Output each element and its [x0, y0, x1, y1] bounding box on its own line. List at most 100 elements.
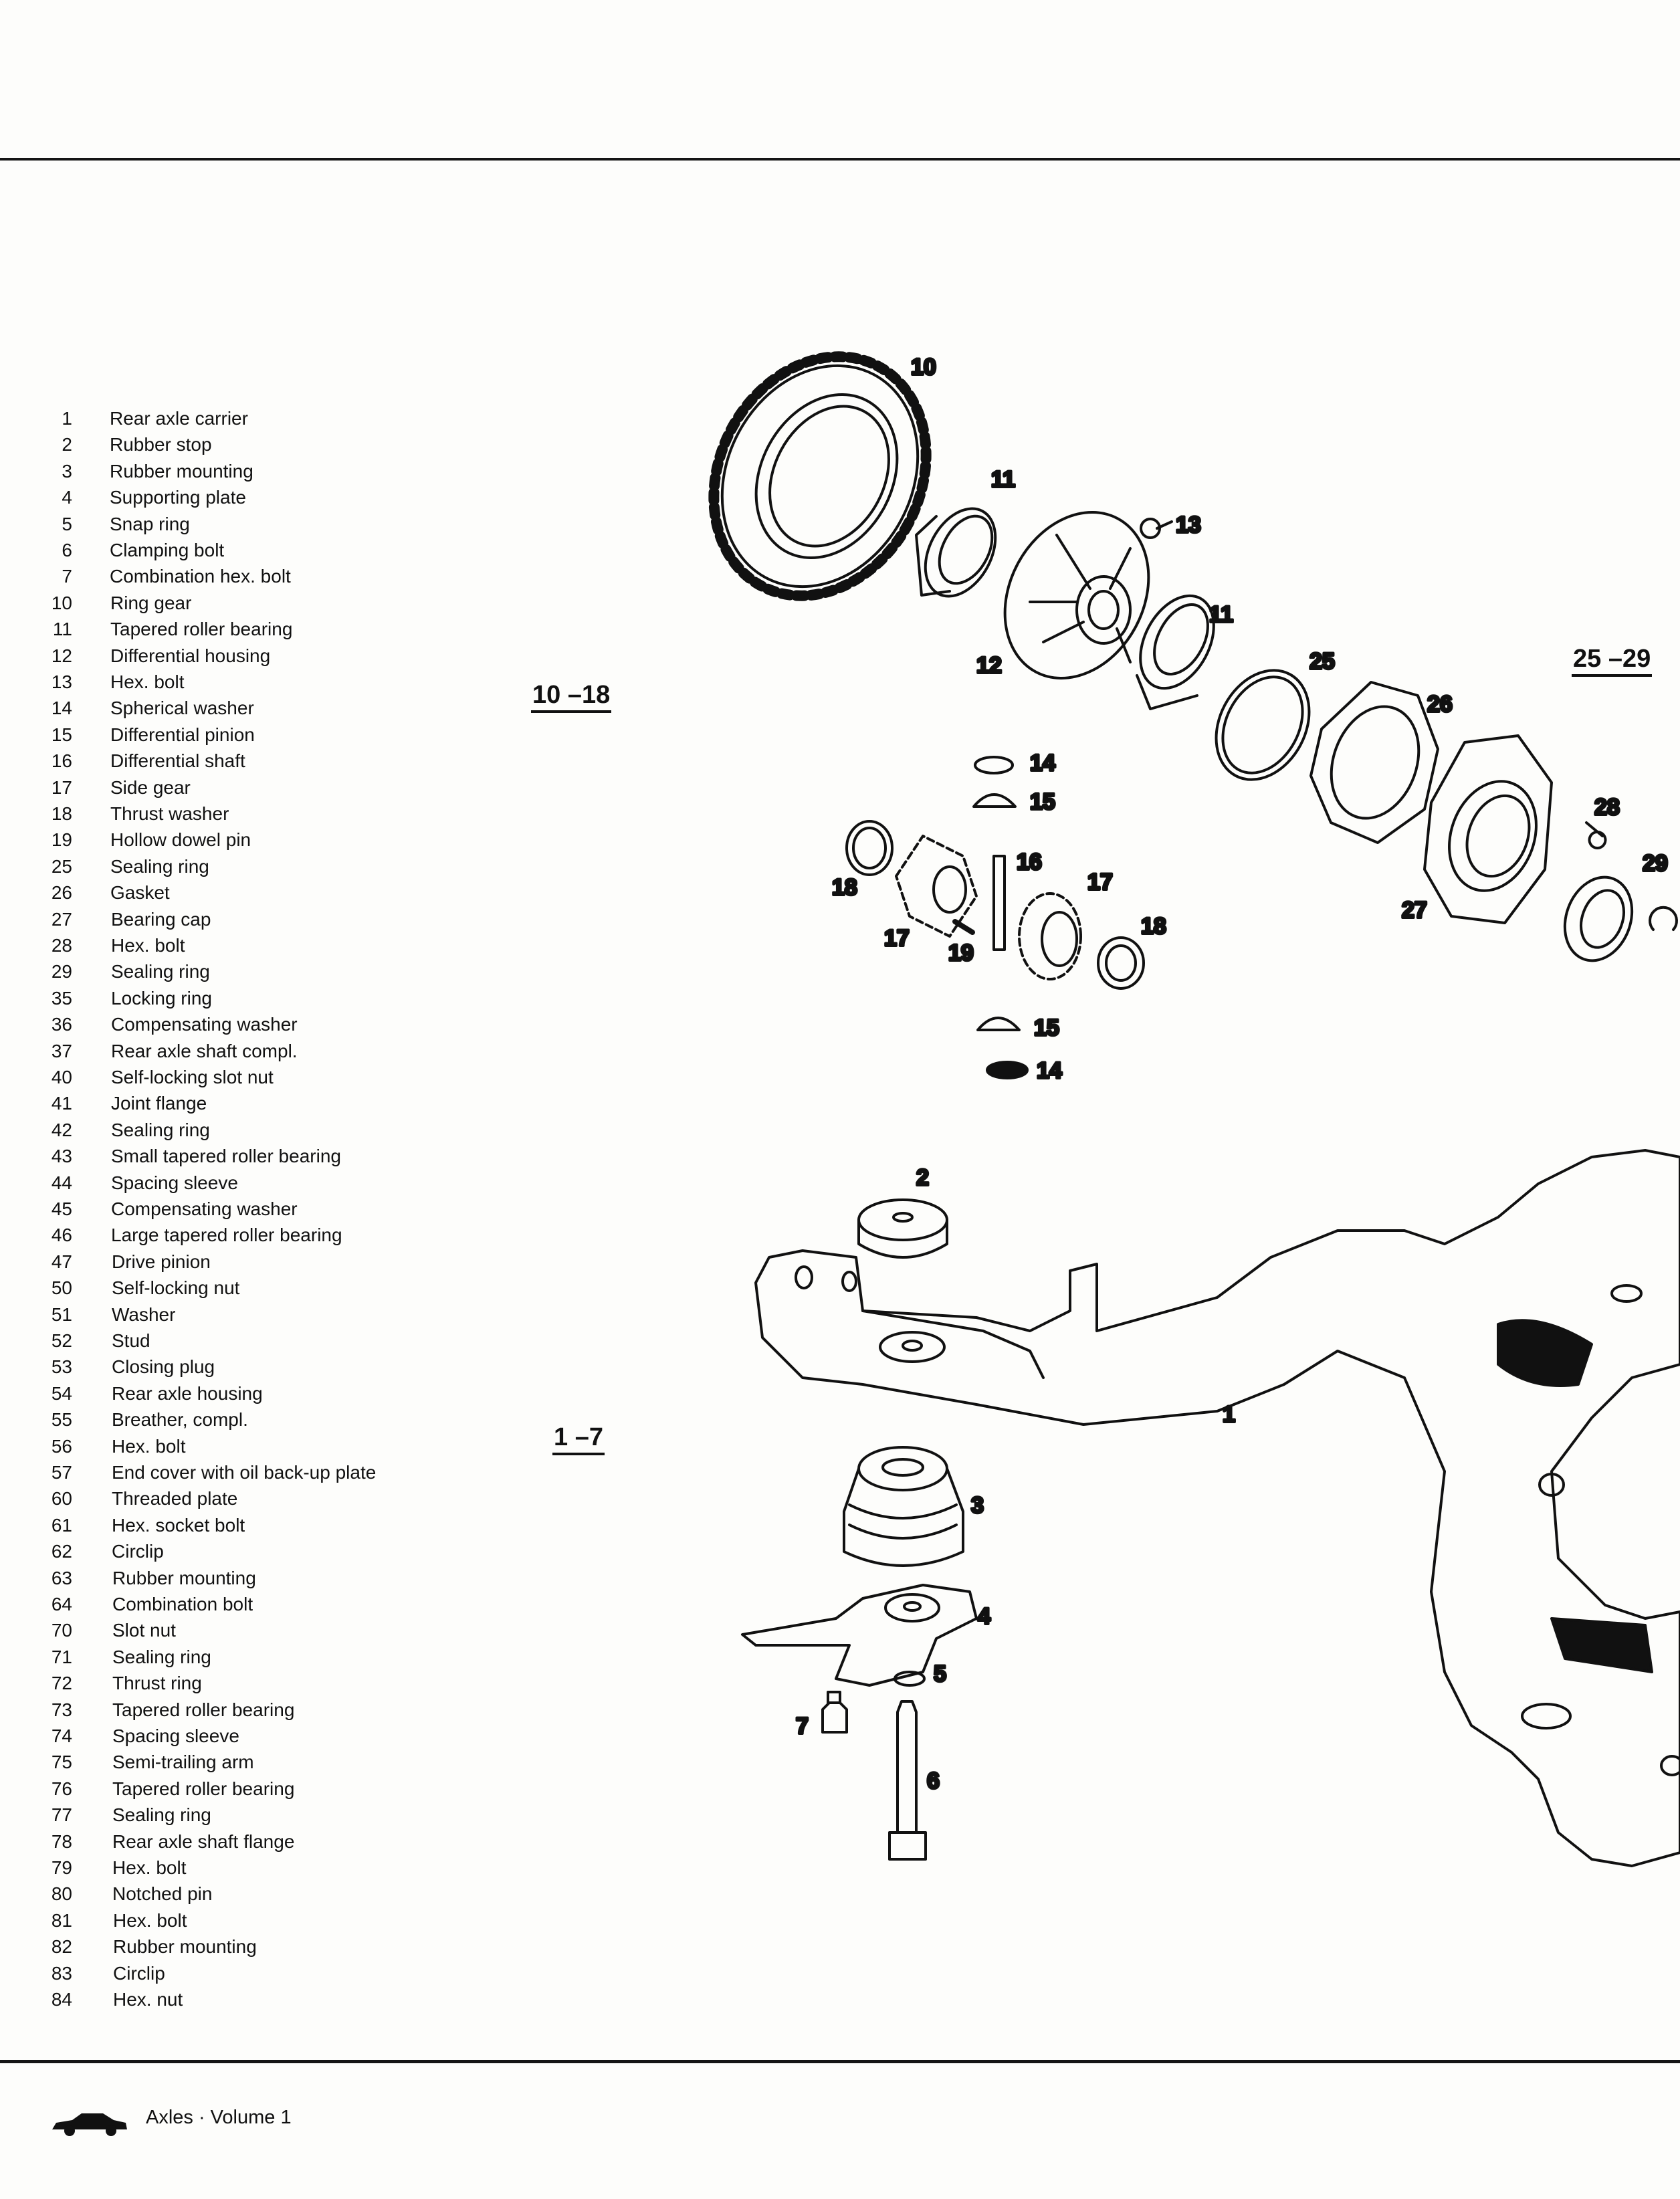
- rubber-stop-drawing: [857, 1198, 948, 1259]
- thrust-washer-left-inner-drawing: [852, 827, 887, 869]
- legend-part-number: 16: [51, 750, 72, 771]
- legend-part-number: 35: [51, 988, 72, 1009]
- legend-part-name: Stud: [112, 1330, 150, 1351]
- legend-part-number: 43: [51, 1146, 72, 1166]
- callout-11a: 11: [991, 467, 1015, 492]
- rubber-mounting-drawing: [843, 1446, 964, 1567]
- callout-14a: 14: [1030, 750, 1055, 776]
- legend-part-number: 76: [51, 1778, 72, 1799]
- legend-part-number: 46: [51, 1225, 72, 1245]
- legend-part-name: Hex. socket bolt: [112, 1515, 245, 1536]
- callout-3: 3: [971, 1493, 984, 1518]
- differential-pinion-bottom-drawing: [976, 1017, 1021, 1031]
- legend-part-number: 84: [51, 1989, 72, 2010]
- legend-part-number: 10: [51, 593, 72, 613]
- supporting-plate-drawing: [741, 1584, 978, 1687]
- legend-part-number: 70: [51, 1620, 72, 1641]
- legend-part-number: 19: [51, 829, 72, 850]
- legend-part-name: Clamping bolt: [110, 540, 225, 560]
- legend-part-name: Locking ring: [111, 988, 212, 1009]
- callout-6: 6: [927, 1768, 940, 1794]
- legend-part-name: Hex. bolt: [111, 935, 185, 956]
- legend-part-number: 40: [51, 1067, 72, 1087]
- differential-shaft-drawing: [992, 855, 1006, 951]
- callout-5: 5: [934, 1661, 946, 1687]
- car-icon: [52, 2113, 127, 2136]
- legend-part-name: Large tapered roller bearing: [111, 1225, 342, 1245]
- legend-part-name: Self-locking nut: [112, 1277, 240, 1298]
- legend-part-number: 6: [62, 540, 72, 560]
- sealing-ring-25-inner-drawing: [1221, 675, 1304, 774]
- callout-29: 29: [1643, 851, 1668, 876]
- callout-17b: 17: [884, 926, 910, 951]
- side-gear-right-drawing: [1018, 892, 1082, 980]
- legend-row: 44 Spacing sleeve: [27, 1170, 495, 1196]
- legend-part-number: 45: [51, 1198, 72, 1219]
- legend-part-number: 63: [51, 1568, 72, 1588]
- legend-part-number: 27: [51, 909, 72, 930]
- thrust-washer-right-drawing: [1097, 936, 1145, 990]
- legend-part-number: 73: [51, 1699, 72, 1720]
- sealing-ring-25-drawing: [1215, 669, 1311, 781]
- legend-row: 6 Clamping bolt: [27, 537, 495, 564]
- legend-part-number: 1: [62, 408, 72, 429]
- legend-part-number: 41: [51, 1093, 72, 1114]
- legend-part-number: 71: [51, 1647, 72, 1667]
- legend-part-number: 29: [51, 961, 72, 982]
- callout-19: 19: [948, 940, 974, 966]
- legend-part-number: 80: [51, 1883, 72, 1904]
- legend-part-number: 64: [51, 1594, 72, 1614]
- legend-part-number: 54: [51, 1383, 72, 1404]
- legend-part-name: Self-locking slot nut: [111, 1067, 274, 1087]
- legend-part-number: 18: [51, 803, 72, 824]
- legend-part-name: Spacing sleeve: [111, 1172, 238, 1193]
- callout-26: 26: [1427, 692, 1453, 717]
- legend-part-name: Tapered roller bearing: [112, 1699, 295, 1720]
- legend-part-number: 75: [51, 1752, 72, 1772]
- hex-bolt-28-drawing: [1585, 821, 1607, 849]
- legend-row: 41 Joint flange: [27, 1090, 495, 1117]
- legend-part-name: Rear axle housing: [112, 1383, 263, 1404]
- legend-part-name: Tapered roller bearing: [112, 1778, 295, 1799]
- legend-part-name: Differential pinion: [110, 724, 255, 745]
- legend-part-name: Joint flange: [111, 1093, 207, 1114]
- combination-bolt-drawing: [821, 1691, 848, 1734]
- hollow-dowel-pin-drawing: [952, 919, 975, 935]
- legend-part-number: 52: [51, 1330, 72, 1351]
- legend-part-name: Hex. bolt: [112, 1857, 187, 1878]
- legend-part-name: Spacing sleeve: [112, 1725, 239, 1746]
- legend-part-number: 56: [51, 1436, 72, 1457]
- bearing-cap-drawing: [1423, 734, 1553, 924]
- legend-part-name: Ring gear: [110, 593, 192, 613]
- legend-part-name: Combination bolt: [112, 1594, 253, 1614]
- callout-17a: 17: [1087, 869, 1113, 895]
- callout-18b: 18: [1141, 914, 1166, 939]
- callout-13: 13: [1176, 512, 1201, 538]
- legend-part-number: 57: [51, 1462, 72, 1483]
- legend-part-number: 12: [51, 645, 72, 666]
- legend-part-number: 47: [51, 1251, 72, 1272]
- legend-part-name: Gasket: [110, 882, 170, 903]
- legend-part-number: 3: [62, 461, 72, 482]
- legend-part-number: 44: [51, 1172, 72, 1193]
- legend-row: 73 Tapered roller bearing: [27, 1697, 495, 1723]
- legend-part-number: 13: [51, 671, 72, 692]
- legend-part-number: 81: [51, 1910, 72, 1931]
- legend-part-name: Thrust ring: [112, 1673, 202, 1693]
- legend-part-number: 77: [51, 1804, 72, 1825]
- top-rule: [0, 158, 1680, 161]
- legend-part-name: Rubber mounting: [112, 1568, 256, 1588]
